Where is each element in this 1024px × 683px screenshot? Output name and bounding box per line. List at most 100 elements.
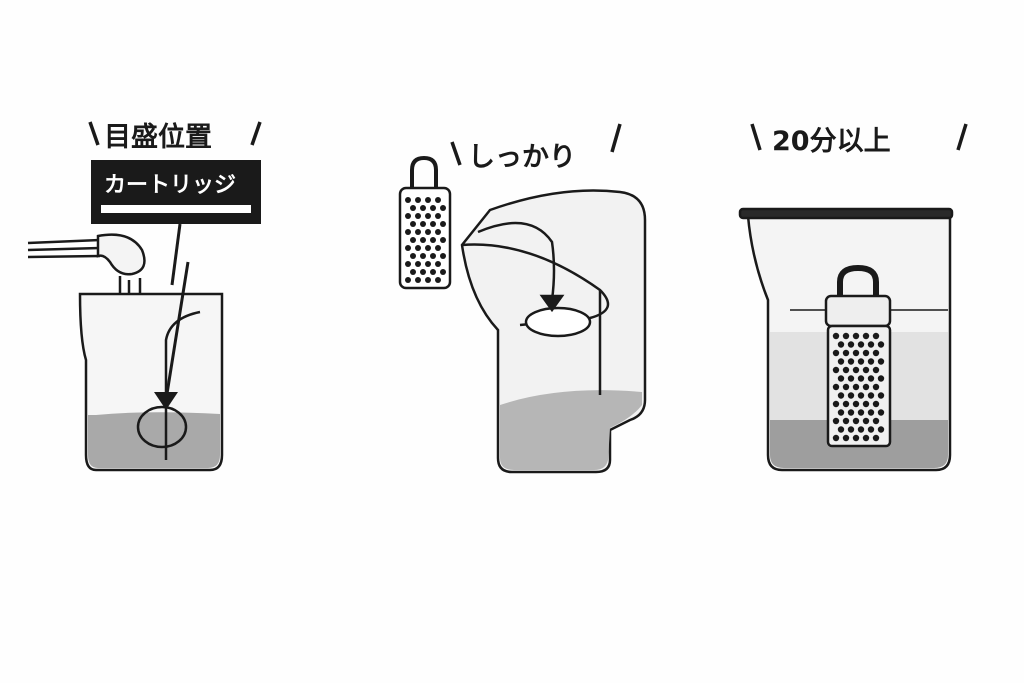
filter-hole: [420, 253, 426, 259]
filter-hole: [862, 417, 870, 425]
filter-hole: [852, 417, 860, 425]
filter-hole: [430, 205, 436, 211]
filter-hole: [435, 277, 441, 283]
filter-hole: [857, 409, 865, 416]
filter-hole: [852, 332, 860, 340]
filter-hole: [420, 269, 426, 275]
filter-hole: [415, 245, 421, 251]
filter-hole: [832, 366, 840, 374]
step-3: 20分以上: [738, 123, 968, 472]
filter-hole: [420, 221, 426, 227]
step-1-heading: 目盛位置: [104, 121, 212, 153]
filter-hole: [867, 392, 875, 399]
filter-hole: [425, 261, 431, 267]
filter-hole: [415, 277, 421, 283]
filter-hole: [847, 409, 855, 416]
filter-hole: [867, 341, 875, 348]
step-2-heading: しっかり: [468, 142, 576, 173]
filter-hole: [430, 237, 436, 243]
filter-hole: [440, 237, 446, 243]
filter-hole: [837, 409, 845, 416]
filter-hole: [867, 426, 875, 433]
filter-hole: [857, 358, 865, 365]
filter-hole: [847, 358, 855, 365]
cartridge-icon: [398, 155, 452, 290]
filter-hole: [440, 269, 446, 275]
filter-hole: [435, 229, 441, 235]
filter-hole: [857, 375, 865, 382]
filter-hole: [832, 417, 840, 425]
filter-hole: [832, 434, 840, 442]
cartridge-soaking: [824, 264, 892, 448]
filter-hole: [420, 205, 426, 211]
filter-hole: [852, 349, 860, 357]
filter-hole: [440, 253, 446, 259]
filter-hole: [435, 245, 441, 251]
filter-hole: [837, 341, 845, 348]
filter-hole: [415, 213, 421, 219]
heading-slash-right: [610, 123, 622, 153]
filter-hole: [872, 332, 880, 340]
filter-hole: [842, 332, 850, 340]
filter-hole: [425, 229, 431, 235]
filter-hole: [405, 213, 411, 219]
cartridge-tag: カートリッジ: [91, 160, 261, 286]
filter-hole: [842, 400, 850, 408]
filter-hole: [867, 375, 875, 382]
filter-hole: [435, 197, 441, 203]
filter-hole: [852, 400, 860, 408]
filter-hole: [872, 366, 880, 374]
filter-hole: [857, 341, 865, 348]
filter-hole: [872, 417, 880, 425]
filter-hole: [435, 261, 441, 267]
filter-hole: [410, 269, 416, 275]
heading-slash-right: [250, 121, 262, 146]
filter-hole: [847, 426, 855, 433]
filter-hole: [832, 332, 840, 340]
cartridge-tag-label: カートリッジ: [104, 173, 236, 198]
filter-hole: [410, 221, 416, 227]
filter-hole: [847, 392, 855, 399]
filter-hole: [842, 434, 850, 442]
filter-hole: [862, 349, 870, 357]
filter-hole: [872, 434, 880, 442]
step-1: 目盛位置 カートリッジ: [27, 121, 262, 472]
pitcher-open: [460, 189, 647, 474]
filter-hole: [877, 409, 885, 416]
filter-hole: [862, 383, 870, 391]
filter-hole: [857, 426, 865, 433]
filter-hole: [430, 221, 436, 227]
filter-hole: [430, 253, 436, 259]
filter-hole: [410, 237, 416, 243]
filter-hole: [837, 426, 845, 433]
filter-hole: [877, 392, 885, 399]
filter-hole: [405, 245, 411, 251]
filter-hole: [832, 400, 840, 408]
filter-hole: [877, 375, 885, 382]
filter-hole: [842, 349, 850, 357]
filter-hole: [862, 400, 870, 408]
filter-hole: [832, 383, 840, 391]
filter-hole: [435, 213, 441, 219]
filter-hole: [852, 366, 860, 374]
filter-hole: [425, 197, 431, 203]
filter-hole: [842, 417, 850, 425]
filter-hole: [410, 205, 416, 211]
filter-hole: [867, 409, 875, 416]
heading-slash-right: [956, 123, 968, 151]
filter-hole: [410, 253, 416, 259]
filter-hole: [425, 277, 431, 283]
filter-hole: [832, 349, 840, 357]
filter-hole: [420, 237, 426, 243]
step-3-heading: 20分以上: [772, 126, 891, 157]
filter-hole: [842, 383, 850, 391]
filter-hole: [405, 261, 411, 267]
filter-hole: [837, 358, 845, 365]
filter-hole: [872, 400, 880, 408]
filter-hole: [852, 383, 860, 391]
filter-hole: [867, 358, 875, 365]
filter-hole: [405, 277, 411, 283]
filter-hole: [405, 229, 411, 235]
filter-hole: [842, 366, 850, 374]
